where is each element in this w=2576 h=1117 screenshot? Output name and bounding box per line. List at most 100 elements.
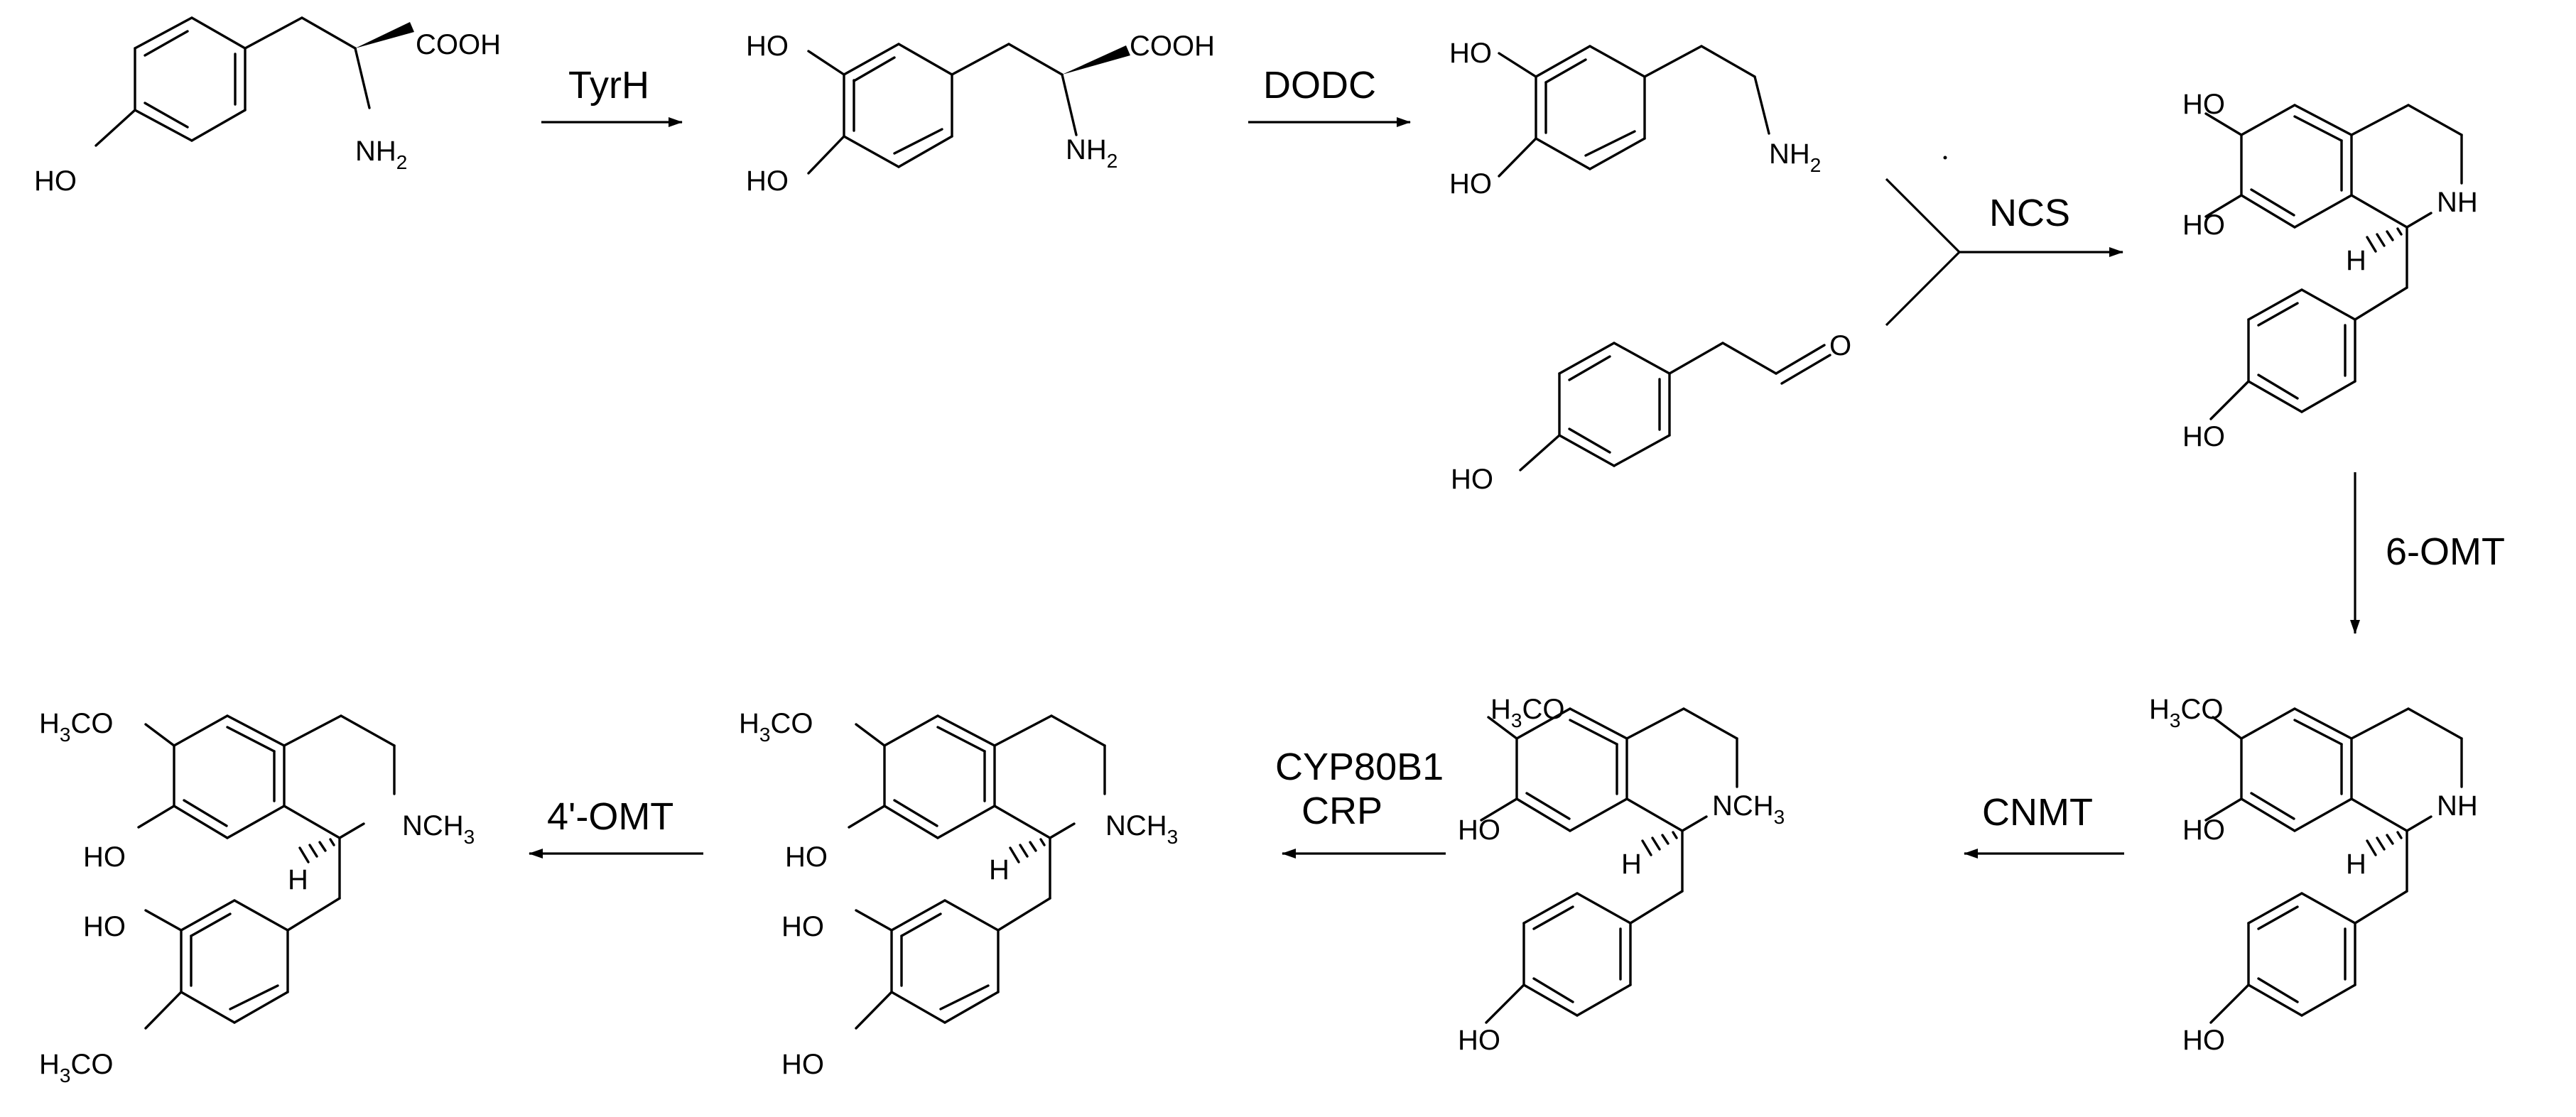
label-ho: HO	[2182, 421, 2225, 452]
ring-b	[283, 714, 396, 839]
bond	[855, 991, 893, 1030]
bond	[1643, 45, 1703, 78]
label-ho: HO	[1458, 1025, 1500, 1056]
enzyme-label-cyp80b1: CYP80B1	[1275, 746, 1444, 788]
label-nh2: NH2	[1769, 138, 1821, 176]
enzyme-label-dodc: DODC	[1263, 64, 1376, 107]
ring-b	[2350, 104, 2463, 229]
label-ho: HO	[34, 165, 77, 197]
molecule-norcoclaurine: HO HO NH H HO	[2182, 89, 2478, 452]
bond	[144, 723, 175, 747]
bond	[2204, 112, 2243, 136]
label-nch3: NCH3	[1712, 790, 1785, 828]
bond	[2209, 983, 2250, 1024]
ring-b	[1625, 707, 1738, 832]
label-nch3: NCH3	[402, 810, 475, 848]
dot-mark	[1943, 156, 1947, 160]
bond	[997, 897, 1051, 932]
label-h: H	[2346, 245, 2366, 276]
label-nh2: NH2	[355, 136, 407, 173]
ring-a	[173, 714, 286, 839]
ring	[1535, 45, 1646, 170]
ring	[1558, 342, 1671, 467]
label-ho: HO	[1449, 38, 1492, 69]
ring-c	[2247, 892, 2356, 1017]
label-ho: HO	[83, 911, 126, 942]
label-nh: NH	[2437, 790, 2478, 822]
label-ho: HO	[2182, 814, 2225, 846]
bond	[144, 909, 183, 932]
label-h3co: H3CO	[39, 1049, 113, 1086]
bond	[94, 109, 136, 147]
bond	[144, 991, 183, 1030]
molecule-n-methylcoclaurine: H3CO HO NCH3 H HO	[1458, 694, 1785, 1056]
molecule-dopamine: HO HO NH2	[1449, 38, 1947, 200]
label-ho: HO	[781, 1049, 824, 1080]
bond	[1668, 342, 1724, 375]
label-ho: HO	[746, 31, 789, 62]
label-ho: HO	[781, 911, 824, 942]
label-cooh: COOH	[416, 29, 501, 60]
label-h: H	[288, 864, 308, 895]
label-ho: HO	[785, 841, 828, 873]
bond	[1498, 52, 1537, 78]
label-nh2: NH2	[1066, 134, 1117, 172]
label-cooh: COOH	[1130, 31, 1215, 62]
enzyme-label-ncs: NCS	[1989, 192, 2070, 234]
bond	[1487, 716, 1518, 740]
molecule-coclaurine: H3CO HO NH H HO	[2149, 694, 2478, 1056]
enzyme-label-crp: CRP	[1301, 790, 1382, 832]
wedge-bond	[1062, 45, 1130, 75]
bond	[807, 135, 845, 175]
bond	[2212, 716, 2243, 740]
wedge-bond	[355, 22, 414, 48]
enzyme-label-4-omt: 4'-OMT	[547, 795, 673, 838]
bond	[1061, 73, 1078, 136]
bond	[1780, 354, 1831, 385]
bond	[354, 47, 371, 109]
bond	[848, 805, 886, 829]
bond	[1485, 983, 1525, 1024]
bond	[286, 897, 341, 932]
ring-b	[993, 714, 1106, 839]
hash-bond	[1641, 831, 1678, 856]
bond	[1480, 797, 1518, 822]
enzyme-label-6-omt: 6-OMT	[2386, 530, 2505, 573]
label-nh: NH	[2437, 187, 2478, 218]
label-ho: HO	[1449, 168, 1492, 200]
label-ho: HO	[1458, 814, 1500, 846]
label-h: H	[1621, 849, 1642, 880]
ring-c	[1522, 892, 1632, 1017]
molecule-4-hydroxyphenylacetaldehyde: HO O	[1451, 330, 1851, 495]
bond	[1629, 890, 1684, 925]
label-h: H	[2346, 849, 2366, 880]
bond	[1700, 45, 1756, 78]
hash-bond	[2366, 227, 2403, 253]
ring-a	[2240, 707, 2353, 832]
molecule-l-dopa: HO HO COOH NH2	[746, 31, 1215, 197]
bond	[855, 909, 893, 932]
label-ho: HO	[2182, 89, 2225, 120]
bond	[2209, 380, 2250, 420]
hash-bond	[1009, 838, 1046, 863]
label-h3co: H3CO	[739, 708, 813, 746]
label-ho: HO	[2182, 1025, 2225, 1056]
bond	[244, 16, 303, 50]
reaction-arrow-ncs	[1885, 178, 2123, 327]
label-nch3: NCH3	[1105, 810, 1178, 848]
hash-bond	[298, 838, 335, 863]
bond	[1498, 137, 1537, 178]
label-ho: HO	[83, 841, 126, 873]
ring-c	[2247, 288, 2356, 413]
ring-a	[2240, 104, 2353, 229]
label-ho: HO	[746, 165, 789, 197]
ring-c	[180, 899, 289, 1024]
bond	[1721, 342, 1777, 375]
label-ho: HO	[1451, 464, 1493, 495]
bond	[1007, 43, 1064, 76]
ring	[134, 16, 247, 142]
bond	[1753, 75, 1770, 135]
hash-bond	[2366, 831, 2403, 856]
bond	[951, 43, 1010, 76]
